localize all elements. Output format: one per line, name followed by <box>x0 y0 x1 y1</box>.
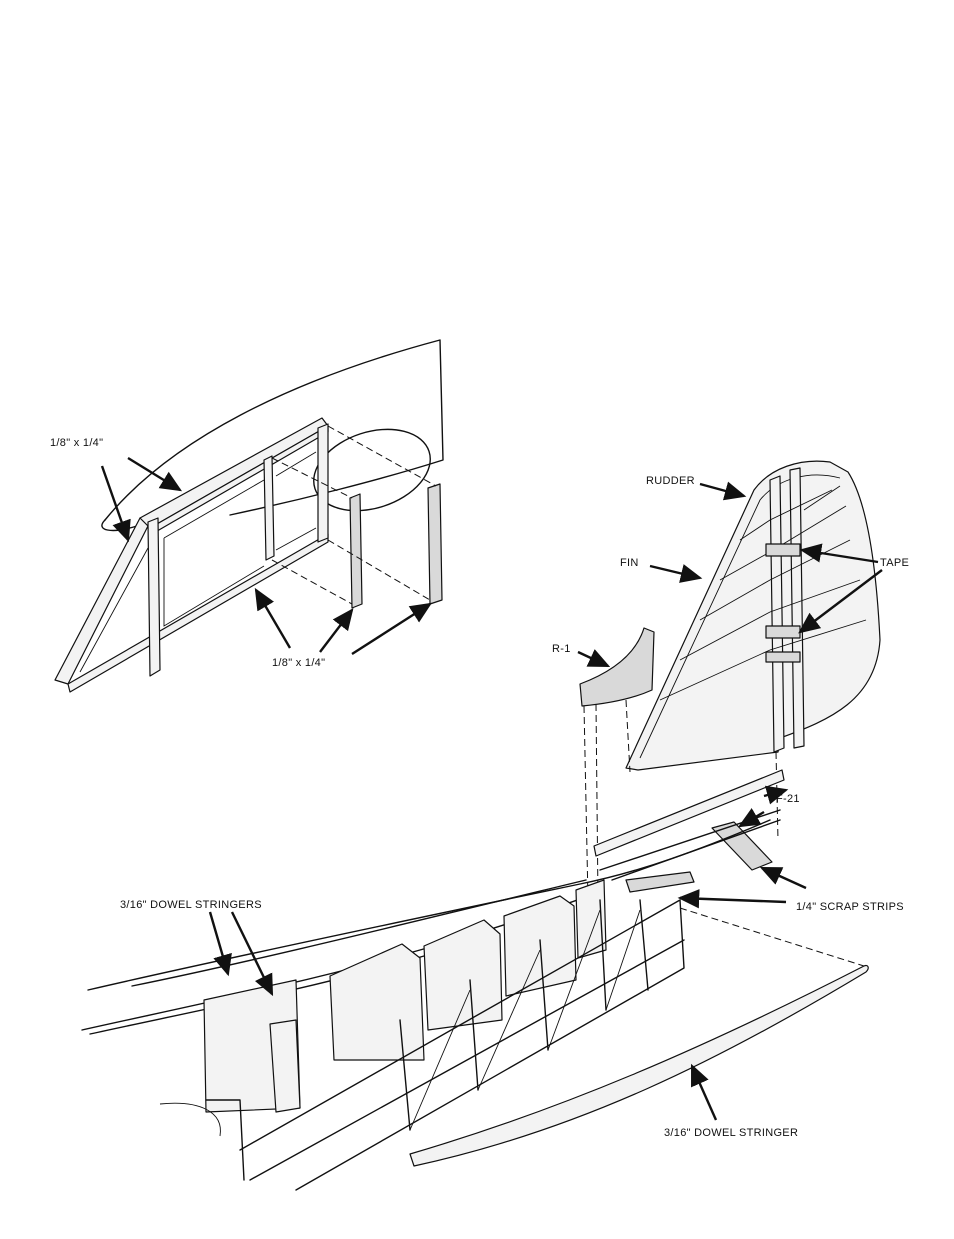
fin-rudder-drawing <box>577 460 883 901</box>
window-frame <box>54 417 329 693</box>
scrap-strip-2 <box>625 871 695 893</box>
label-fin: FIN <box>620 557 639 569</box>
tape-lower <box>765 651 801 663</box>
scrap-strip-1 <box>711 821 773 871</box>
canopy-opening <box>313 428 431 512</box>
former-2 <box>329 943 425 1061</box>
fin-outline <box>625 460 881 771</box>
label-f21: F-21 <box>776 793 800 805</box>
canopy-frame-drawing <box>54 339 444 693</box>
tape-upper <box>765 543 801 557</box>
f21-strip <box>593 769 785 857</box>
fuselage-drawing <box>81 769 869 1191</box>
label-strip-top: 1/8" x 1/4" <box>50 437 103 449</box>
r1-part <box>579 627 655 707</box>
label-r1: R-1 <box>552 643 571 655</box>
label-dowel-stringers: 3/16" DOWEL STRINGERS <box>120 899 262 911</box>
vertical-strip-2 <box>427 483 443 605</box>
tape-middle <box>765 625 801 639</box>
label-dowel-stringer: 3/16" DOWEL STRINGER <box>664 1127 798 1139</box>
vertical-strip-1 <box>349 493 363 609</box>
label-rudder: RUDDER <box>646 475 695 487</box>
label-scrap-strips: 1/4" SCRAP STRIPS <box>796 901 904 913</box>
label-strip-bottom: 1/8" x 1/4" <box>272 657 325 669</box>
former-3 <box>423 919 503 1031</box>
canopy-sheet <box>104 339 444 521</box>
label-tape: TAPE <box>880 557 909 569</box>
dowel-stringer-lower <box>409 964 869 1167</box>
